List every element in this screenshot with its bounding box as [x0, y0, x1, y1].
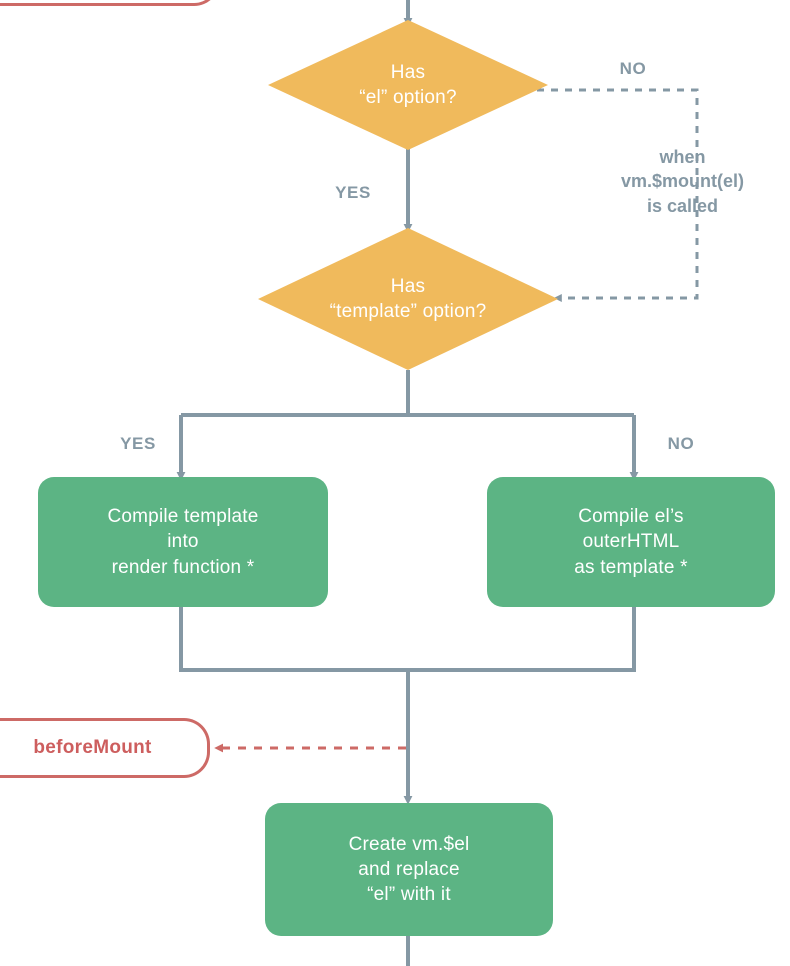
process-create-vm-el-label: Create vm.$el and replace “el” with it: [348, 833, 470, 906]
edge-label-el-no: NO: [619, 59, 647, 78]
decision-has-el-option[interactable]: Has “el” option?: [268, 20, 548, 150]
lifecycle-hook-top[interactable]: [0, 0, 220, 6]
edge-label-template-yes: YES: [120, 434, 156, 453]
edge-label-el-yes: YES: [335, 183, 371, 202]
lifecycle-hook-before-mount[interactable]: beforeMount: [0, 718, 210, 778]
decision-has-template-option-label: Has “template” option?: [329, 275, 487, 322]
edge-merge-bar: [179, 607, 636, 672]
process-compile-outerhtml[interactable]: Compile el’s outerHTML as template *: [487, 477, 775, 607]
process-create-vm-el[interactable]: Create vm.$el and replace “el” with it: [265, 803, 553, 936]
decision-has-template-option[interactable]: Has “template” option?: [258, 228, 558, 370]
edge-label-template-no: NO: [667, 434, 695, 453]
process-compile-outerhtml-label: Compile el’s outerHTML as template *: [574, 506, 688, 578]
lifecycle-hook-before-mount-label: beforeMount: [33, 737, 152, 758]
process-compile-template[interactable]: Compile template into render function *: [38, 477, 328, 607]
process-compile-template-label: Compile template into render function *: [107, 506, 259, 578]
decision-has-el-option-label: Has “el” option?: [359, 61, 457, 108]
note-vm-mount-called: when vm.$mount(el) is called: [620, 147, 744, 216]
